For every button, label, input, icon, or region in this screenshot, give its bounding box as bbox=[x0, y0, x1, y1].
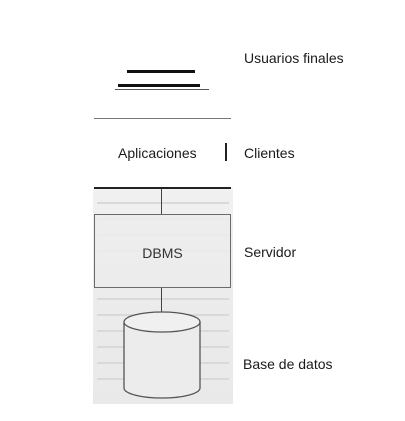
users-bar-top bbox=[127, 70, 195, 73]
dbms-label: DBMS bbox=[142, 245, 183, 261]
server-label: Servidor bbox=[244, 244, 297, 260]
clients-separator bbox=[225, 143, 227, 161]
dbms-box: DBMS bbox=[94, 214, 231, 288]
users-bar-bottom bbox=[115, 89, 209, 90]
users-label: Usuarios finales bbox=[244, 50, 344, 66]
clients-top-rule bbox=[94, 118, 231, 119]
clients-label: Clientes bbox=[244, 145, 295, 161]
applications-label: Aplicaciones bbox=[118, 145, 197, 161]
users-bar-middle bbox=[118, 84, 200, 87]
connector-dbms-database bbox=[161, 288, 162, 314]
database-label: Base de datos bbox=[243, 356, 333, 372]
connector-client-dbms bbox=[161, 189, 162, 214]
database-cylinder-icon bbox=[123, 311, 201, 399]
clients-bottom-rule bbox=[94, 187, 231, 189]
